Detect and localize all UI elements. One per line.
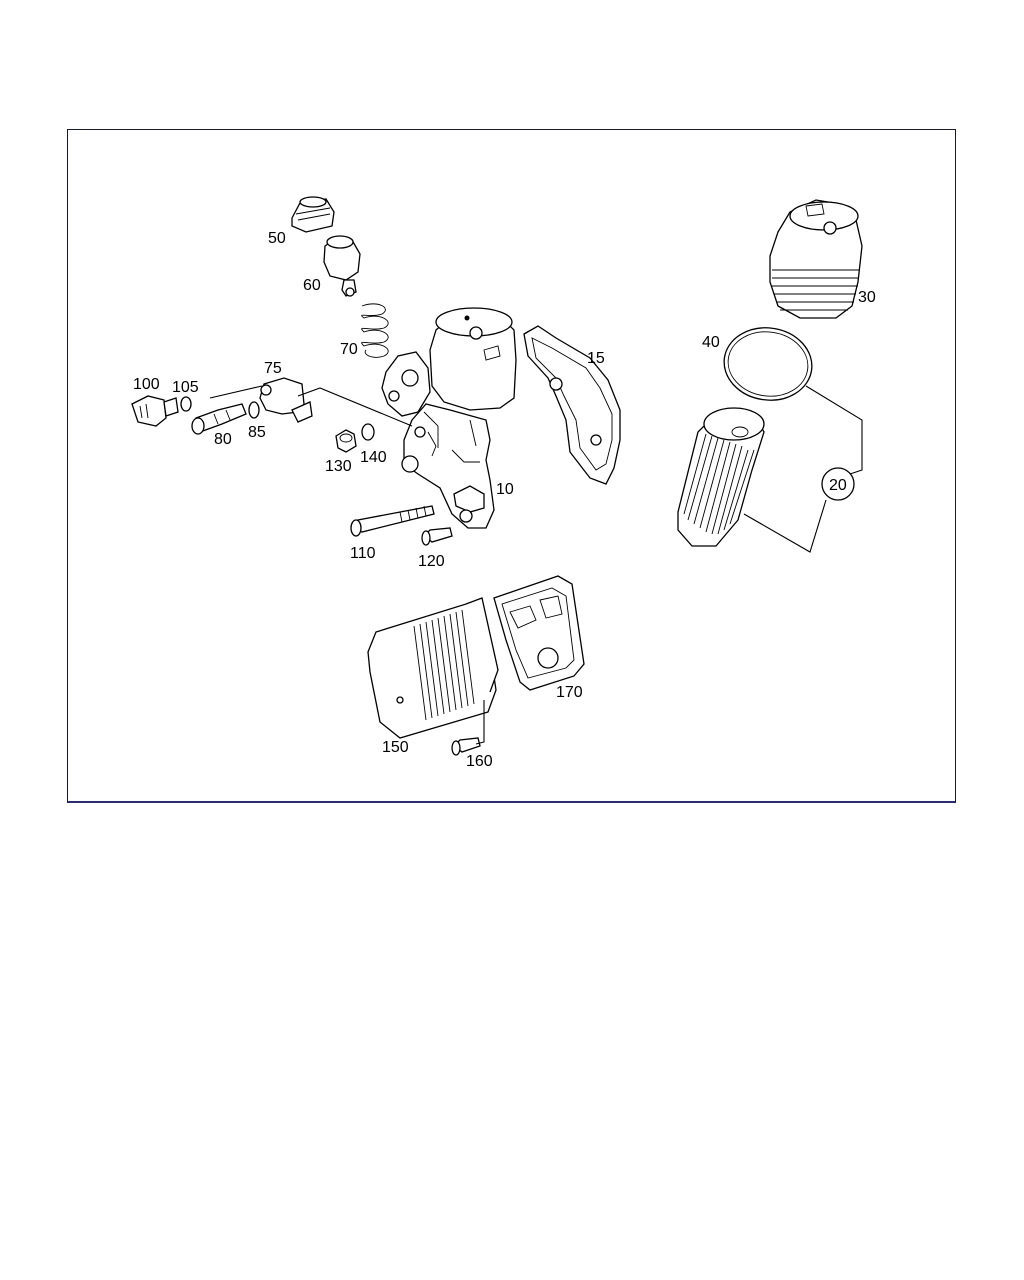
callout-100: 100 [133,376,160,393]
callout-20-circle [821,467,855,501]
callout-60: 60 [303,277,321,294]
callout-15: 15 [587,350,605,367]
callout-50: 50 [268,230,286,247]
part-130-plug [335,429,357,453]
callout-80: 80 [214,431,232,448]
part-40-o-ring [723,327,813,401]
part-80-valve [191,403,247,435]
callout-120: 120 [418,553,445,570]
diagram-frame [67,129,956,803]
part-120-bolt [421,527,453,546]
part-160-bolt [451,737,481,756]
callout-20: 20 [829,477,847,494]
callout-75: 75 [264,360,282,377]
part-10-filter-housing [381,307,517,529]
part-75-bracket [259,377,313,423]
part-70-spring [361,303,389,358]
part-15-gasket [523,325,621,485]
part-110-bolt [350,505,435,537]
part-100-sensor [131,395,179,427]
callout-40: 40 [702,334,720,351]
filter-element [677,407,765,547]
callout-10: 10 [496,481,514,498]
part-50-plug [291,196,335,233]
part-60-thermostat [323,235,361,297]
callout-160: 160 [466,753,493,770]
callout-170: 170 [556,684,583,701]
part-105-ring [180,396,192,412]
callout-130: 130 [325,458,352,475]
callout-85: 85 [248,424,266,441]
callout-70: 70 [340,341,358,358]
part-30-filter-cap [769,199,863,319]
part-170-gasket [493,575,585,691]
part-140-ring [361,423,375,441]
part-85-seal [248,401,260,419]
part-150-oil-cooler [367,597,499,739]
leader-lines [209,385,863,745]
callout-150: 150 [382,739,409,756]
callout-140: 140 [360,449,387,466]
callout-30: 30 [858,289,876,306]
callout-110: 110 [350,545,376,562]
callout-105: 105 [172,379,199,396]
